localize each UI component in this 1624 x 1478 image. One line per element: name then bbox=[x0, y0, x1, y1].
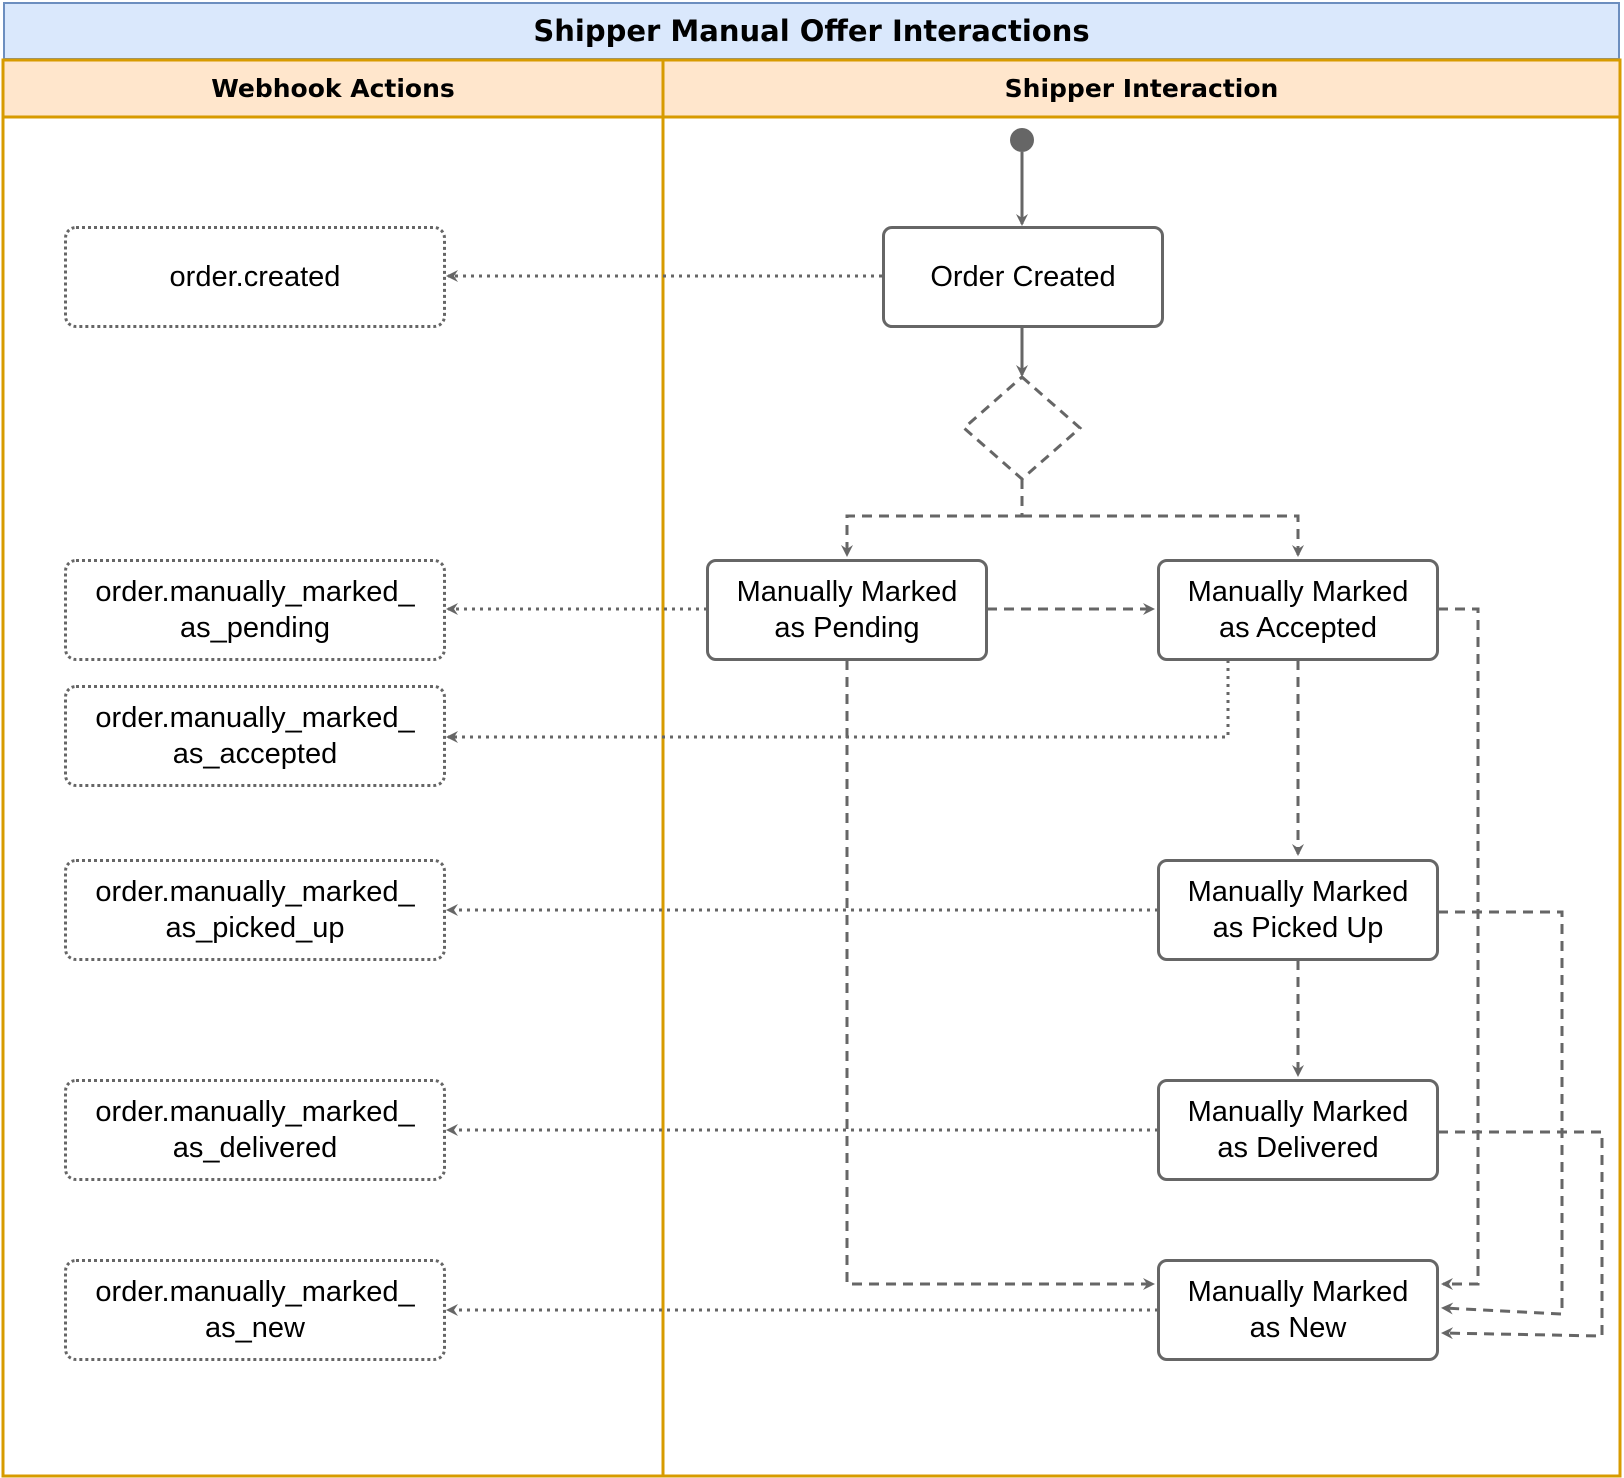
arrow-delivered-to-new bbox=[1438, 1130, 1604, 1340]
decision-node bbox=[961, 375, 1083, 481]
arrow-pending-to-new bbox=[845, 660, 1155, 1290]
state-transitions bbox=[841, 479, 1604, 1340]
state-manually-marked-picked-up: Manually Marked as Picked Up bbox=[1157, 859, 1439, 961]
webhook-order-picked-up: order.manually_marked_ as_picked_up bbox=[64, 859, 446, 961]
emit-accepted bbox=[446, 660, 1230, 743]
lane-borders bbox=[1, 58, 1622, 1478]
arrow-picked-up-to-new bbox=[1438, 910, 1564, 1316]
webhook-order-accepted: order.manually_marked_ as_accepted bbox=[64, 685, 446, 787]
webhook-order-created: order.created bbox=[64, 226, 446, 328]
arrow-accepted-to-new bbox=[1438, 607, 1480, 1290]
webhook-order-delivered: order.manually_marked_ as_delivered bbox=[64, 1079, 446, 1181]
webhook-order-pending: order.manually_marked_ as_pending bbox=[64, 559, 446, 661]
state-manually-marked-new: Manually Marked as New bbox=[1157, 1259, 1439, 1361]
webhook-order-new: order.manually_marked_ as_new bbox=[64, 1259, 446, 1361]
state-manually-marked-delivered: Manually Marked as Delivered bbox=[1157, 1079, 1439, 1181]
arrow-decision-to-accepted bbox=[1022, 514, 1304, 557]
lane-header-webhook-actions: Webhook Actions bbox=[3, 60, 663, 117]
arrow-decision-split bbox=[841, 479, 1024, 557]
state-manually-marked-accepted: Manually Marked as Accepted bbox=[1157, 559, 1439, 661]
webhook-emissions bbox=[446, 270, 1230, 1316]
state-order-created: Order Created bbox=[882, 226, 1164, 328]
lane-header-shipper-interaction: Shipper Interaction bbox=[663, 60, 1620, 117]
start-node bbox=[1010, 128, 1034, 152]
diagram-title: Shipper Manual Offer Interactions bbox=[3, 2, 1620, 60]
state-manually-marked-pending: Manually Marked as Pending bbox=[706, 559, 988, 661]
